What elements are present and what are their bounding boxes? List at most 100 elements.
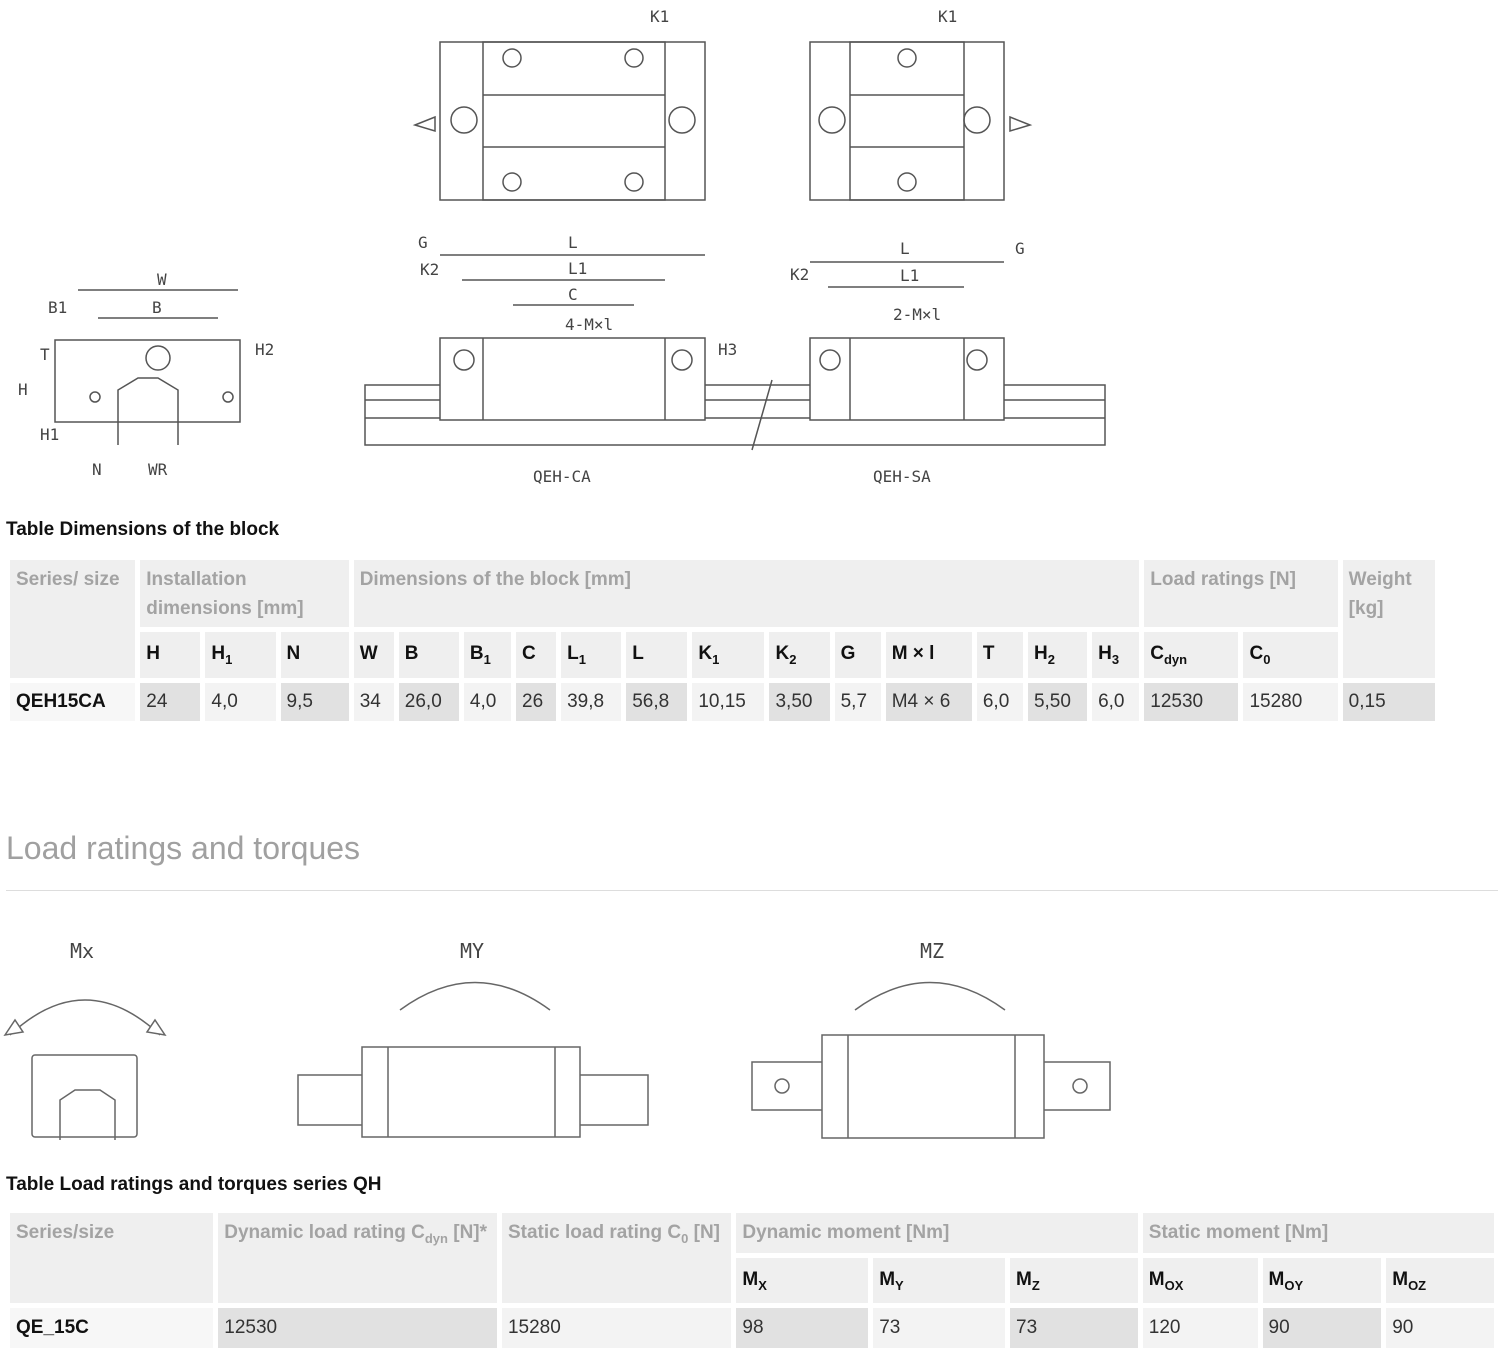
dimensions-table: Series/ size Installation dimensions [mm…: [5, 555, 1440, 726]
value-cell: 15280: [1243, 683, 1338, 721]
value-cell: 73: [873, 1308, 1006, 1348]
dim-label: K1: [938, 7, 957, 26]
column-header: MZ: [1010, 1258, 1138, 1303]
header-series: Series/ size: [10, 560, 136, 678]
dim-label: G: [418, 233, 428, 252]
column-header: B1: [463, 632, 511, 678]
dim-label: H1: [40, 425, 59, 444]
my-label: MY: [460, 939, 484, 963]
series-cell: QE_15C: [10, 1308, 214, 1348]
moment-illustrations: Mx MY MZ: [3, 939, 1111, 1140]
dim-label: 4-M×l: [565, 315, 613, 334]
section-title: Load ratings and torques: [6, 830, 361, 866]
column-header: MOY: [1262, 1258, 1382, 1303]
column-header: C: [516, 632, 557, 678]
column-header: K2: [769, 632, 830, 678]
top-view-ca: [412, 41, 706, 201]
value-cell: 12530: [218, 1308, 497, 1348]
header-installation: Installation dimensions [mm]: [140, 560, 349, 627]
value-cell: 9,5: [280, 683, 349, 721]
column-header: Cdyn: [1144, 632, 1239, 678]
value-cell: 34: [353, 683, 394, 721]
column-header: MOZ: [1386, 1258, 1494, 1303]
dim-label: W: [157, 270, 167, 289]
dim-label: B1: [48, 298, 67, 317]
value-cell: 4,0: [463, 683, 511, 721]
dim-label: L: [568, 233, 578, 252]
dim-label: B: [152, 298, 162, 317]
value-cell: M4 × 6: [885, 683, 972, 721]
dim-label: 2-M×l: [893, 305, 941, 324]
caption-ca: QEH-CA: [533, 467, 591, 486]
mx-label: Mx: [70, 939, 94, 963]
dim-label: C: [568, 285, 578, 304]
value-cell: 56,8: [626, 683, 688, 721]
top-view-sa: [809, 41, 1033, 201]
dim-label: WR: [148, 460, 168, 479]
my-illustration: [297, 981, 649, 1138]
dim-label: N: [92, 460, 102, 479]
dim-label: T: [40, 345, 50, 364]
header-series-size: Series/size: [10, 1213, 214, 1303]
table2-caption: Table Load ratings and torques series QH: [6, 1174, 382, 1195]
value-cell: 0,15: [1342, 683, 1435, 721]
dim-label: L1: [568, 259, 587, 278]
column-header: W: [353, 632, 394, 678]
value-cell: 5,50: [1027, 683, 1088, 721]
side-view: [364, 254, 1106, 451]
value-cell: 39,8: [561, 683, 622, 721]
value-cell: 120: [1142, 1308, 1258, 1348]
dim-label: H2: [255, 340, 274, 359]
technical-drawing: W B B1 T H2 H H1 N WR G K2 L L1 C 4-M×l …: [18, 7, 1106, 486]
value-cell: 10,15: [692, 683, 765, 721]
value-cell: 73: [1010, 1308, 1138, 1348]
dim-label: L: [900, 239, 910, 258]
header-dynamic-load: Dynamic load rating Cdyn [N]*: [218, 1213, 497, 1303]
dim-label: L1: [900, 266, 919, 285]
value-cell: 6,0: [976, 683, 1023, 721]
column-header: H2: [1027, 632, 1088, 678]
value-cell: 15280: [501, 1308, 732, 1348]
dim-label: H: [18, 380, 28, 399]
value-cell: 3,50: [769, 683, 830, 721]
column-header: H1: [205, 632, 276, 678]
column-header: T: [976, 632, 1023, 678]
mx-illustration: [3, 999, 167, 1140]
value-cell: 98: [736, 1308, 869, 1348]
header-load-ratings: Load ratings [N]: [1144, 560, 1338, 627]
value-cell: 6,0: [1092, 683, 1140, 721]
column-header: G: [834, 632, 881, 678]
column-header: MY: [873, 1258, 1006, 1303]
dim-label: K1: [650, 7, 669, 26]
column-header: M × l: [885, 632, 972, 678]
column-header: L: [626, 632, 688, 678]
column-header: L1: [561, 632, 622, 678]
value-cell: 24: [140, 683, 201, 721]
column-header: H3: [1092, 632, 1140, 678]
value-cell: 5,7: [834, 683, 881, 721]
value-cell: 12530: [1144, 683, 1239, 721]
load-ratings-table: Series/size Dynamic load rating Cdyn [N]…: [5, 1208, 1499, 1353]
caption-sa: QEH-SA: [873, 467, 931, 486]
column-header: N: [280, 632, 349, 678]
header-dynamic-moment: Dynamic moment [Nm]: [736, 1213, 1138, 1253]
value-cell: 26: [516, 683, 557, 721]
value-cell: 90: [1262, 1308, 1382, 1348]
table1-caption: Table Dimensions of the block: [6, 519, 280, 540]
dim-label: G: [1015, 239, 1025, 258]
mz-illustration: [751, 981, 1111, 1139]
value-cell: 4,0: [205, 683, 276, 721]
column-header: MOX: [1142, 1258, 1258, 1303]
column-header: C0: [1243, 632, 1338, 678]
header-static-load: Static load rating C0 [N]: [501, 1213, 732, 1303]
mz-label: MZ: [920, 939, 944, 963]
header-block-dimensions: Dimensions of the block [mm]: [353, 560, 1140, 627]
value-cell: 26,0: [398, 683, 459, 721]
series-cell: QEH15CA: [10, 683, 136, 721]
column-header: B: [398, 632, 459, 678]
value-cell: 90: [1386, 1308, 1494, 1348]
front-view: [54, 289, 241, 445]
header-static-moment: Static moment [Nm]: [1142, 1213, 1494, 1253]
dim-label: K2: [790, 265, 809, 284]
